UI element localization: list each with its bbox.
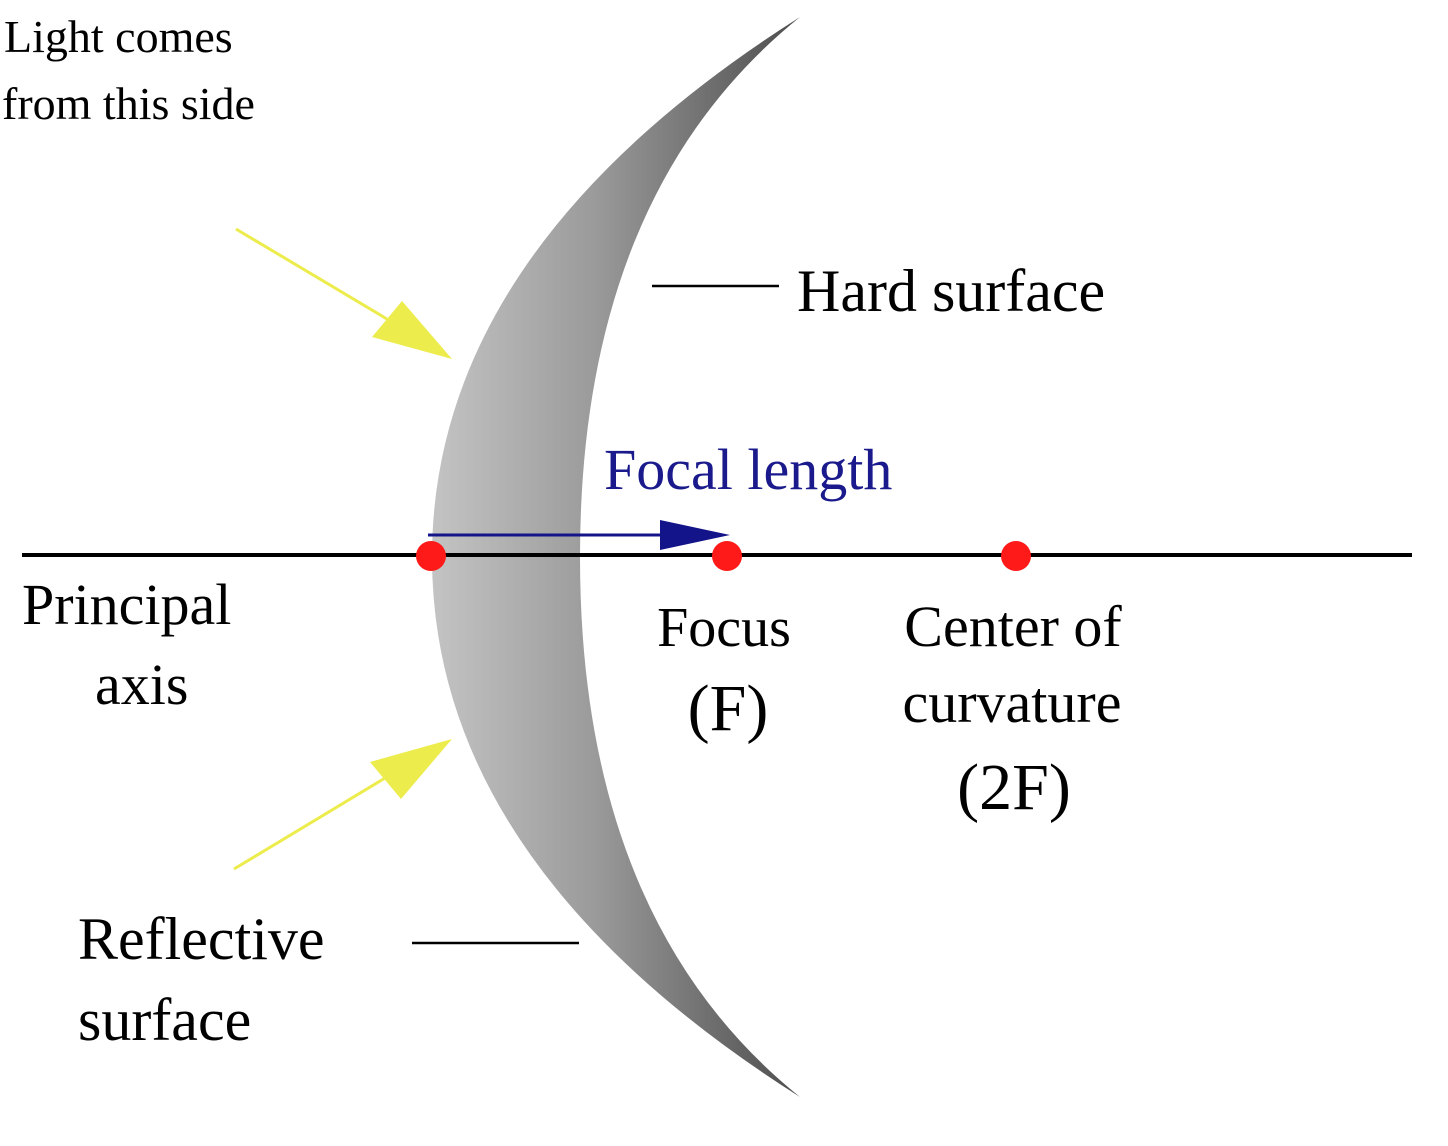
svg-text:Light comes: Light comes xyxy=(4,11,233,62)
center-of-curvature-point xyxy=(1001,541,1031,571)
reflective-surface-label: Reflective surface xyxy=(78,906,325,1053)
principal-axis-label: Principal axis xyxy=(22,572,231,717)
light-source-label: Light comes from this side xyxy=(2,11,255,129)
focal-length-arrow xyxy=(428,520,730,550)
svg-text:Reflective: Reflective xyxy=(78,906,325,972)
svg-text:Center of: Center of xyxy=(904,594,1122,659)
center-of-curvature-label: Center of curvature (2F) xyxy=(903,594,1123,824)
hard-surface-label: Hard surface xyxy=(797,258,1105,324)
svg-text:Focus: Focus xyxy=(657,597,791,659)
focal-length-label: Focal length xyxy=(604,437,892,502)
mirror-pole-point xyxy=(416,541,446,571)
svg-text:axis: axis xyxy=(95,652,188,717)
incoming-light-arrow-bottom xyxy=(233,739,452,871)
svg-text:curvature: curvature xyxy=(903,670,1122,735)
svg-text:(2F): (2F) xyxy=(957,751,1071,824)
concave-mirror xyxy=(432,17,800,1097)
focus-point xyxy=(712,541,742,571)
incoming-light-arrow-top xyxy=(235,227,452,359)
arrow-icon xyxy=(370,739,452,799)
svg-text:(F): (F) xyxy=(688,672,769,745)
svg-text:from this side: from this side xyxy=(2,78,255,129)
svg-text:Principal: Principal xyxy=(22,572,231,637)
focus-label: Focus (F) xyxy=(657,597,791,745)
arrow-icon xyxy=(372,301,452,359)
arrow-right-icon xyxy=(660,520,730,550)
svg-text:surface: surface xyxy=(78,987,251,1053)
